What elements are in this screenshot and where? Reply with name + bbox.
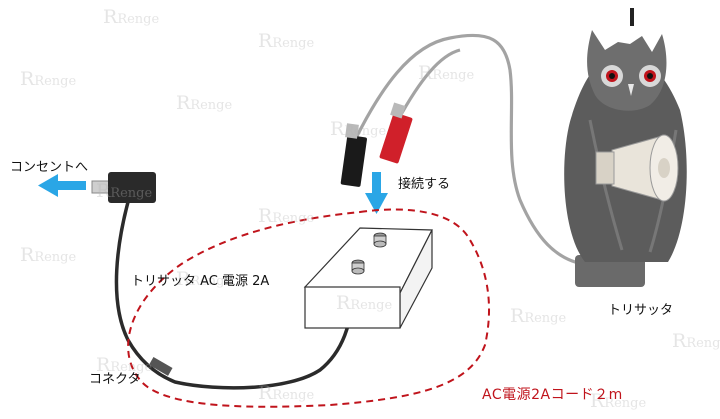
connector (148, 357, 173, 376)
red-clip-icon (379, 102, 413, 164)
arrow-left-icon (38, 174, 86, 197)
gray-cable (353, 33, 591, 267)
junction-box-icon (303, 227, 433, 329)
speaker-horn-icon (595, 134, 679, 202)
terminal-2 (351, 259, 365, 275)
black-clip-icon (340, 123, 367, 187)
terminal-1 (373, 232, 387, 248)
label-cord: AC電源2Aコード２m (482, 387, 623, 403)
label-connector: コネクタ (89, 372, 141, 387)
label-product: トリサッタ (608, 303, 674, 318)
label-outlet: コンセントへ (10, 160, 89, 175)
black-cable (114, 201, 354, 390)
label-power-unit: トリサッタ AC 電源 2A (131, 274, 270, 289)
arrow-down-icon (365, 172, 388, 214)
label-connect: 接続する (398, 177, 451, 192)
plug-icon (91, 172, 156, 203)
cord-outline-dashed (127, 208, 491, 408)
